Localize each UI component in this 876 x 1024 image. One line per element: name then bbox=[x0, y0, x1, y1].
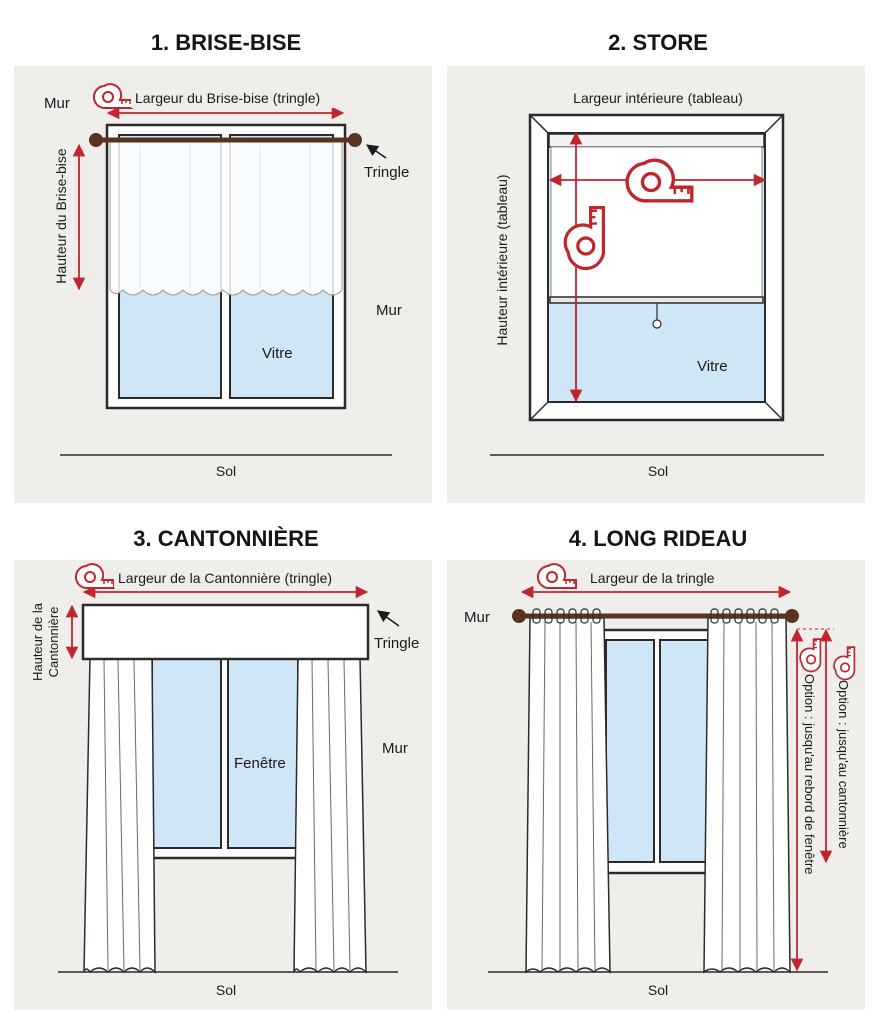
rod-finial bbox=[89, 133, 103, 147]
left-curtain bbox=[525, 617, 611, 974]
blind-bottom-bar bbox=[549, 296, 764, 304]
wall-label: Mur bbox=[44, 95, 70, 112]
rod-pointer-arrow bbox=[366, 144, 387, 159]
drape-fold bbox=[117, 659, 125, 971]
panel-title: 4. LONG RIDEAU bbox=[569, 526, 747, 551]
width-label-bg bbox=[114, 568, 346, 588]
rod-pointer-arrow bbox=[377, 610, 400, 627]
width-label-bg bbox=[131, 88, 343, 108]
floor-label: Sol bbox=[216, 982, 236, 998]
floor-label: Sol bbox=[216, 463, 236, 479]
valance-box bbox=[81, 603, 370, 661]
curtain-rings bbox=[532, 608, 779, 624]
drape-fold bbox=[311, 659, 317, 971]
window-glass bbox=[605, 639, 655, 863]
curtain-fold bbox=[590, 621, 596, 971]
panel-store: 2. STORE Largeur intérieure (tableau) Ha… bbox=[447, 30, 865, 503]
width-label: Largeur de la Cantonnière (tringle) bbox=[118, 570, 332, 586]
width-label: Largeur de la tringle bbox=[590, 570, 715, 586]
frame-bevel bbox=[764, 114, 784, 134]
glass-label: Vitre bbox=[262, 345, 293, 362]
rod-finial bbox=[348, 133, 362, 147]
panel-long-rideau: 4. LONG RIDEAU Larg bbox=[447, 526, 865, 1010]
roller-head bbox=[548, 133, 765, 148]
height-label: Hauteur de la bbox=[30, 602, 45, 681]
width-label: Largeur intérieure (tableau) bbox=[573, 90, 743, 106]
curtain-fold bbox=[755, 621, 758, 971]
width-label: Largeur du Brise-bise (tringle) bbox=[135, 90, 320, 106]
rod-finial bbox=[785, 609, 799, 623]
window-label: Fenêtre bbox=[234, 755, 286, 772]
window-glass bbox=[151, 658, 222, 849]
window-glass bbox=[227, 658, 299, 849]
height-label: Cantonnière bbox=[46, 607, 61, 678]
floor-label: Sol bbox=[648, 463, 668, 479]
right-drape bbox=[293, 656, 367, 974]
wall-label: Mur bbox=[376, 302, 402, 319]
rod-label: Tringle bbox=[374, 635, 419, 652]
glass-label: Vitre bbox=[697, 358, 728, 375]
drape-fold bbox=[133, 659, 141, 971]
panel-title: 2. STORE bbox=[608, 30, 708, 55]
wall-label: Mur bbox=[382, 740, 408, 757]
right-curtain bbox=[703, 617, 791, 974]
height-label: Hauteur intérieure (tableau) bbox=[494, 174, 510, 345]
window-glass bbox=[659, 639, 709, 863]
drape-fold bbox=[103, 659, 109, 971]
panel-brise-bise: 1. BRISE-BISE Largeur du Brise-bise (tri… bbox=[14, 30, 432, 503]
curtain-fold bbox=[771, 621, 775, 971]
curtain-fold bbox=[541, 621, 546, 971]
cafe-curtain bbox=[109, 141, 343, 296]
width-label-bg bbox=[584, 568, 728, 588]
drape-fold bbox=[343, 659, 351, 971]
pull-ring bbox=[652, 319, 662, 329]
left-drape bbox=[83, 656, 156, 974]
frame-bevel bbox=[764, 401, 784, 421]
panel-title: 3. CANTONNIÈRE bbox=[133, 526, 318, 551]
floor-label: Sol bbox=[648, 982, 668, 998]
panel-cantonniere: 3. CANTONNIÈRE Fenêtre Largeur de la Can… bbox=[14, 526, 432, 1010]
height-label: Hauteur du Brise-bise bbox=[53, 148, 69, 284]
option-valance-label: Option : jusqu'au cantonnière bbox=[836, 680, 851, 849]
wall-label: Mur bbox=[464, 609, 490, 626]
drape-fold bbox=[327, 659, 335, 971]
rod-label: Tringle bbox=[364, 164, 409, 181]
curtain-fold bbox=[721, 621, 725, 971]
frame-bevel bbox=[529, 401, 549, 421]
frame-bevel bbox=[529, 114, 549, 134]
curtain-fold bbox=[575, 621, 579, 971]
panel-title: 1. BRISE-BISE bbox=[151, 30, 301, 55]
option-sill-label: Option : jusqu'au rebord de fenêtre bbox=[802, 674, 817, 875]
rod-finial bbox=[512, 609, 526, 623]
